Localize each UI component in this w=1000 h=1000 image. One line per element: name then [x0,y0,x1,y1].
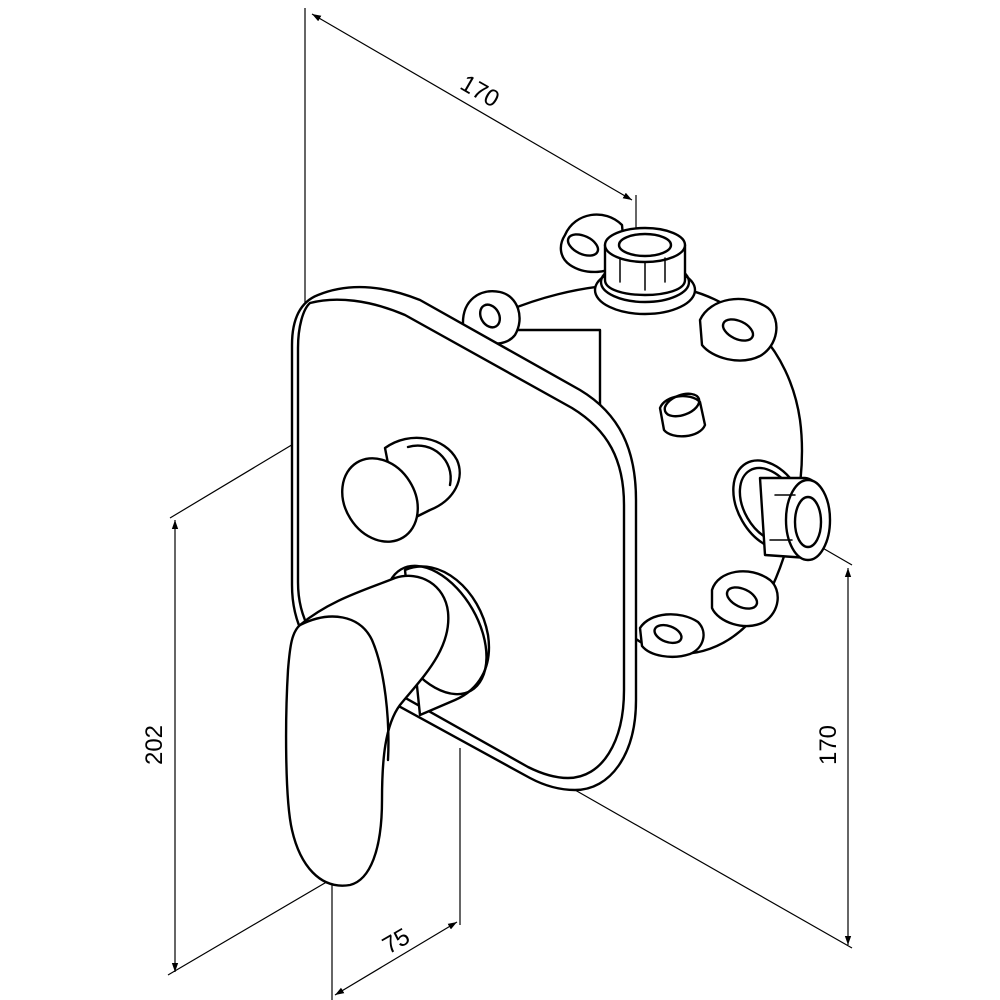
mounting-lug-top-right [698,297,778,362]
dimension-left-label: 202 [141,725,168,765]
mounting-lug-bottom [638,613,705,658]
mounting-lug-bottom-right [710,570,779,628]
dimension-right-label: 170 [815,725,842,765]
dimension-bottom-label: 75 [378,923,415,960]
inner-boss [658,392,707,438]
inlet-top [593,226,697,316]
dimension-left: 202 [141,520,179,972]
dimension-top-label: 170 [456,70,504,113]
dimension-top: 170 [311,13,633,201]
dimension-bottom: 75 [334,921,458,996]
lever-body [284,574,450,887]
lever-handle [284,564,491,887]
inlet-right [732,459,832,562]
diverter-button [341,436,461,543]
dimension-right: 170 [815,568,852,945]
